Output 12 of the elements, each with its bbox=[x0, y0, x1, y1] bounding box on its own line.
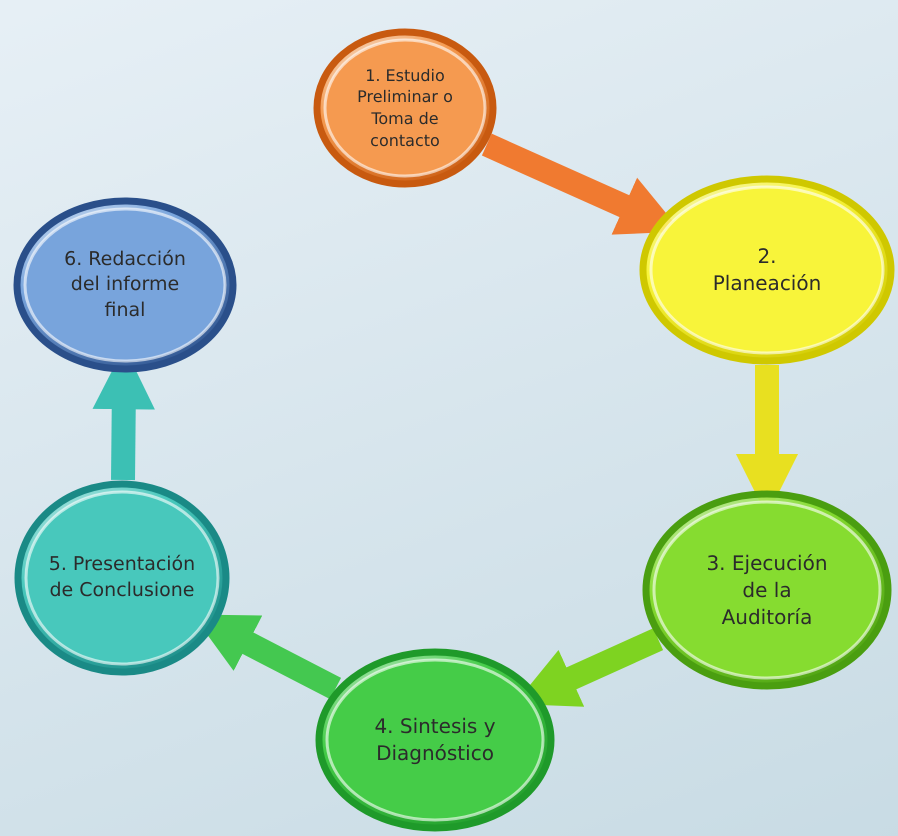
step-ellipse bbox=[14, 480, 230, 676]
step-ellipse bbox=[313, 28, 497, 188]
step-label: 5. Presentación de Conclusione bbox=[48, 552, 196, 603]
step-label: 1. Estudio Preliminar o Toma de contacto bbox=[356, 64, 454, 152]
step-ellipse bbox=[639, 175, 895, 365]
step-label: 6. Redacción del informe final bbox=[63, 246, 187, 323]
step-label: 2. Planeación bbox=[712, 243, 822, 297]
step-ellipse bbox=[13, 197, 237, 373]
step-label: 3. Ejecución de la Auditoría bbox=[705, 550, 829, 630]
step-ellipse bbox=[642, 490, 892, 690]
step-ellipse bbox=[315, 648, 555, 832]
step-label: 4. Sintesis y Diagnóstico bbox=[373, 713, 497, 767]
